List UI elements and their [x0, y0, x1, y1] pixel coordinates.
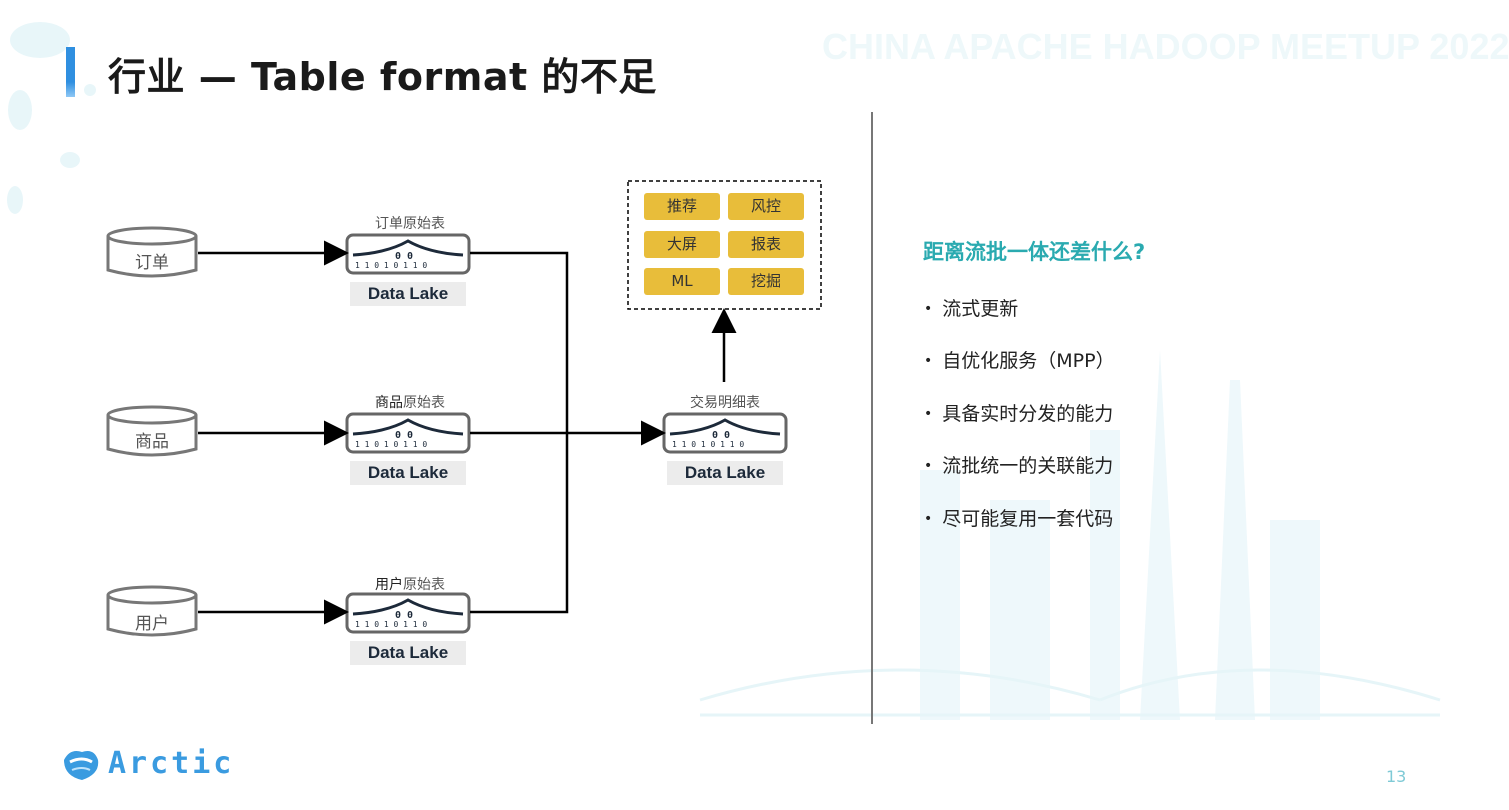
app-chip: ML: [644, 268, 720, 295]
bullet-text: 自优化服务（MPP）: [942, 350, 1115, 372]
app-chip: 风控: [728, 193, 804, 220]
bullet-text: 尽可能复用一套代码: [942, 508, 1114, 530]
bullet-item: • 具备实时分发的能力: [924, 399, 1113, 426]
app-chip: 报表: [728, 231, 804, 258]
event-watermark: CHINA APACHE HADOOP MEETUP 2022: [822, 26, 1509, 67]
page-number: 13: [1386, 767, 1407, 786]
vertical-divider: [871, 112, 873, 724]
lake-caption-bold: 用户: [375, 577, 403, 593]
data-flow-diagram: 1 1 0 1 0 1 1 0 0 0: [106, 180, 822, 637]
lake-caption: 用户原始表: [340, 574, 480, 594]
app-chip: 推荐: [644, 193, 720, 220]
apps-box: [627, 180, 822, 310]
app-chip: 挖掘: [728, 268, 804, 295]
bullet-item: • 自优化服务（MPP）: [924, 346, 1115, 373]
data-lake-icon: [345, 592, 471, 634]
bullet-dot-icon: •: [924, 301, 933, 317]
lake-caption: 订单原始表: [375, 216, 445, 232]
data-lake-label: Data Lake: [350, 282, 466, 306]
logo-text: Arctic: [108, 746, 235, 781]
lake-caption-rest: 原始表: [403, 395, 445, 411]
bullet-item: • 尽可能复用一套代码: [924, 504, 1113, 531]
bullet-dot-icon: •: [924, 511, 933, 527]
data-lake-icon: [345, 412, 471, 454]
bullet-dot-icon: •: [924, 458, 933, 474]
right-heading: 距离流批一体还差什么?: [923, 240, 1146, 264]
lake-caption: 交易明细表: [690, 395, 760, 411]
lake-caption-bold: 商品: [375, 395, 403, 411]
bullet-text: 流式更新: [942, 298, 1019, 320]
arctic-logo-icon: [64, 751, 99, 780]
bullet-item: • 流式更新: [924, 294, 1018, 321]
data-lake-icon: [662, 412, 788, 454]
data-lake-label: Data Lake: [350, 641, 466, 665]
source-label: 用户: [135, 614, 169, 634]
lake-caption: 商品原始表: [340, 392, 480, 412]
data-lake-label: Data Lake: [667, 461, 783, 485]
title-accent-bar: [66, 47, 75, 97]
data-lake-icon: [345, 233, 471, 275]
slide-title: 行业 — Table format 的不足: [108, 55, 657, 99]
bullet-text: 具备实时分发的能力: [942, 403, 1114, 425]
background-decoration: [7, 22, 1441, 720]
source-label: 商品: [135, 432, 169, 452]
bullet-text: 流批统一的关联能力: [942, 455, 1114, 477]
data-lake-label: Data Lake: [350, 461, 466, 485]
source-label: 订单: [135, 253, 169, 273]
bullet-dot-icon: •: [924, 353, 933, 369]
bullet-item: • 流批统一的关联能力: [924, 451, 1113, 478]
app-chip: 大屏: [644, 231, 720, 258]
bullet-dot-icon: •: [924, 406, 933, 422]
lake-caption-rest: 原始表: [403, 577, 445, 593]
